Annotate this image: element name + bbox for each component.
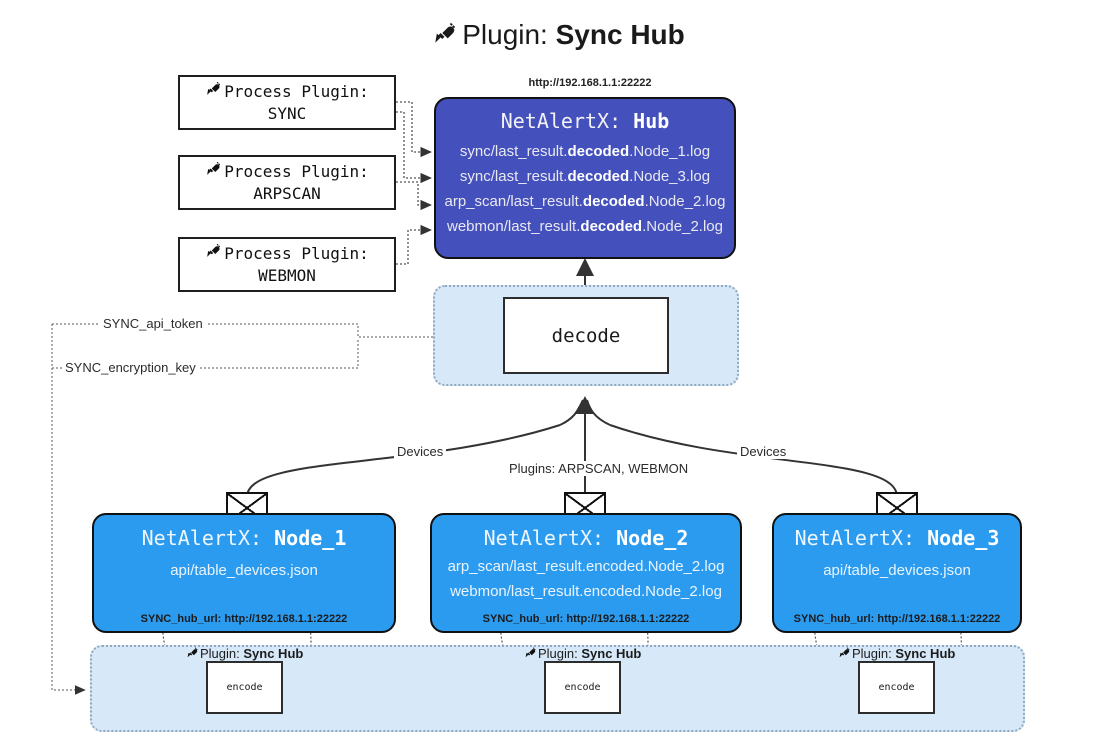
log-post: .Node_1.log bbox=[629, 143, 711, 160]
plug-icon bbox=[205, 160, 222, 183]
encode-box-3[interactable]: encode bbox=[858, 661, 935, 714]
node-2[interactable]: NetAlertX: Node_2 arp_scan/last_result.e… bbox=[430, 513, 742, 633]
encoder-label-2: Plugin: Sync Hub bbox=[524, 645, 641, 661]
encoder-label-prefix: Plugin: bbox=[538, 646, 578, 661]
node-title-prefix: NetAlertX: bbox=[483, 526, 605, 550]
node-title: NetAlertX: Node_3 bbox=[795, 526, 1000, 550]
encoder-label-prefix: Plugin: bbox=[200, 646, 240, 661]
encode-box-2[interactable]: encode bbox=[544, 661, 621, 714]
plug-icon bbox=[205, 80, 222, 103]
hub-url-label: http://192.168.1.1:22222 bbox=[528, 77, 652, 89]
title-prefix: Plugin: bbox=[462, 19, 548, 50]
plug-icon bbox=[432, 20, 458, 53]
log-post: .Node_2.log bbox=[644, 193, 726, 211]
node-3[interactable]: NetAlertX: Node_3 api/table_devices.json… bbox=[772, 513, 1022, 633]
log-pre: sync/last_result. bbox=[459, 143, 568, 160]
sync-api-token-label: SYNC_api_token bbox=[100, 316, 206, 331]
edge-label-devices-right: Devices bbox=[737, 444, 790, 459]
node-title-prefix: NetAlertX: bbox=[794, 526, 916, 550]
hub-log-line: sync/last_result.decoded.Node_1.log bbox=[460, 139, 710, 164]
title-name: Sync Hub bbox=[555, 19, 685, 50]
edge-label-devices-left: Devices bbox=[394, 444, 447, 459]
node-title-name: Node_2 bbox=[616, 526, 689, 550]
log-em: decoded bbox=[567, 168, 630, 186]
node-title-prefix: NetAlertX: bbox=[141, 526, 263, 550]
log-post: .Node_3.log bbox=[629, 168, 711, 186]
node-1[interactable]: NetAlertX: Node_1 api/table_devices.json… bbox=[92, 513, 396, 633]
encoder-label-name: Sync Hub bbox=[581, 646, 642, 661]
sync-encryption-key-label: SYNC_encryption_key bbox=[62, 360, 199, 375]
node-title: NetAlertX: Node_2 bbox=[484, 526, 689, 550]
process-plugin-box-sync[interactable]: Process Plugin: SYNC bbox=[178, 75, 396, 130]
process-plugin-label: Process Plugin: bbox=[224, 81, 369, 101]
node-title-name: Node_1 bbox=[274, 526, 347, 550]
edge-label-plugins-center: Plugins: ARPSCAN, WEBMON bbox=[506, 461, 692, 476]
log-post: .Node_2.log bbox=[642, 218, 723, 236]
process-plugin-box-webmon[interactable]: Process Plugin: WEBMON bbox=[178, 237, 396, 292]
node-footer: SYNC_hub_url: http://192.168.1.1:22222 bbox=[140, 613, 348, 625]
node-line: webmon/last_result.encoded.Node_2.log bbox=[450, 583, 722, 600]
process-plugin-label: Process Plugin: bbox=[224, 243, 369, 263]
hub-node[interactable]: NetAlertX: Hub sync/last_result.decoded.… bbox=[434, 97, 736, 259]
node-line: api/table_devices.json bbox=[823, 562, 971, 579]
node-footer: SYNC_hub_url: http://192.168.1.1:22222 bbox=[793, 613, 1001, 625]
plug-icon bbox=[524, 646, 537, 662]
page-title: Plugin: Sync Hub bbox=[0, 18, 1117, 51]
process-plugin-box-arpscan[interactable]: Process Plugin: ARPSCAN bbox=[178, 155, 396, 210]
encoder-label-name: Sync Hub bbox=[895, 646, 956, 661]
log-em: decoded bbox=[582, 193, 645, 211]
hub-title-name: Hub bbox=[633, 109, 670, 133]
process-plugin-name: SYNC bbox=[267, 104, 307, 123]
encoder-label-3: Plugin: Sync Hub bbox=[838, 645, 955, 661]
plug-icon bbox=[205, 242, 222, 265]
process-plugin-name: ARPSCAN bbox=[253, 184, 321, 203]
log-pre: arp_scan/last_result. bbox=[444, 193, 583, 211]
node-line: api/table_devices.json bbox=[170, 562, 318, 579]
node-title-name: Node_3 bbox=[927, 526, 1000, 550]
node-title: NetAlertX: Node_1 bbox=[142, 526, 347, 550]
hub-log-line: webmon/last_result.decoded.Node_2.log bbox=[447, 214, 723, 239]
hub-log-line: sync/last_result.decoded.Node_3.log bbox=[460, 164, 710, 189]
hub-title-prefix: NetAlertX: bbox=[500, 109, 622, 133]
plug-icon bbox=[838, 646, 851, 662]
log-pre: sync/last_result. bbox=[459, 168, 568, 186]
process-plugin-label: Process Plugin: bbox=[224, 161, 369, 181]
encoder-label-name: Sync Hub bbox=[243, 646, 304, 661]
hub-log-line: arp_scan/last_result.decoded.Node_2.log bbox=[445, 189, 726, 214]
plug-icon bbox=[186, 646, 199, 662]
log-em: decoded bbox=[580, 218, 643, 236]
log-pre: webmon/last_result. bbox=[447, 218, 581, 236]
hub-title: NetAlertX: Hub bbox=[501, 109, 670, 133]
encoder-label-1: Plugin: Sync Hub bbox=[186, 645, 303, 661]
node-line: arp_scan/last_result.encoded.Node_2.log bbox=[447, 558, 725, 575]
process-plugin-name: WEBMON bbox=[258, 266, 316, 285]
node-footer: SYNC_hub_url: http://192.168.1.1:22222 bbox=[482, 613, 690, 625]
log-em: decoded bbox=[567, 143, 630, 160]
decode-box[interactable]: decode bbox=[503, 297, 669, 374]
encode-box-1[interactable]: encode bbox=[206, 661, 283, 714]
encoder-label-prefix: Plugin: bbox=[852, 646, 892, 661]
